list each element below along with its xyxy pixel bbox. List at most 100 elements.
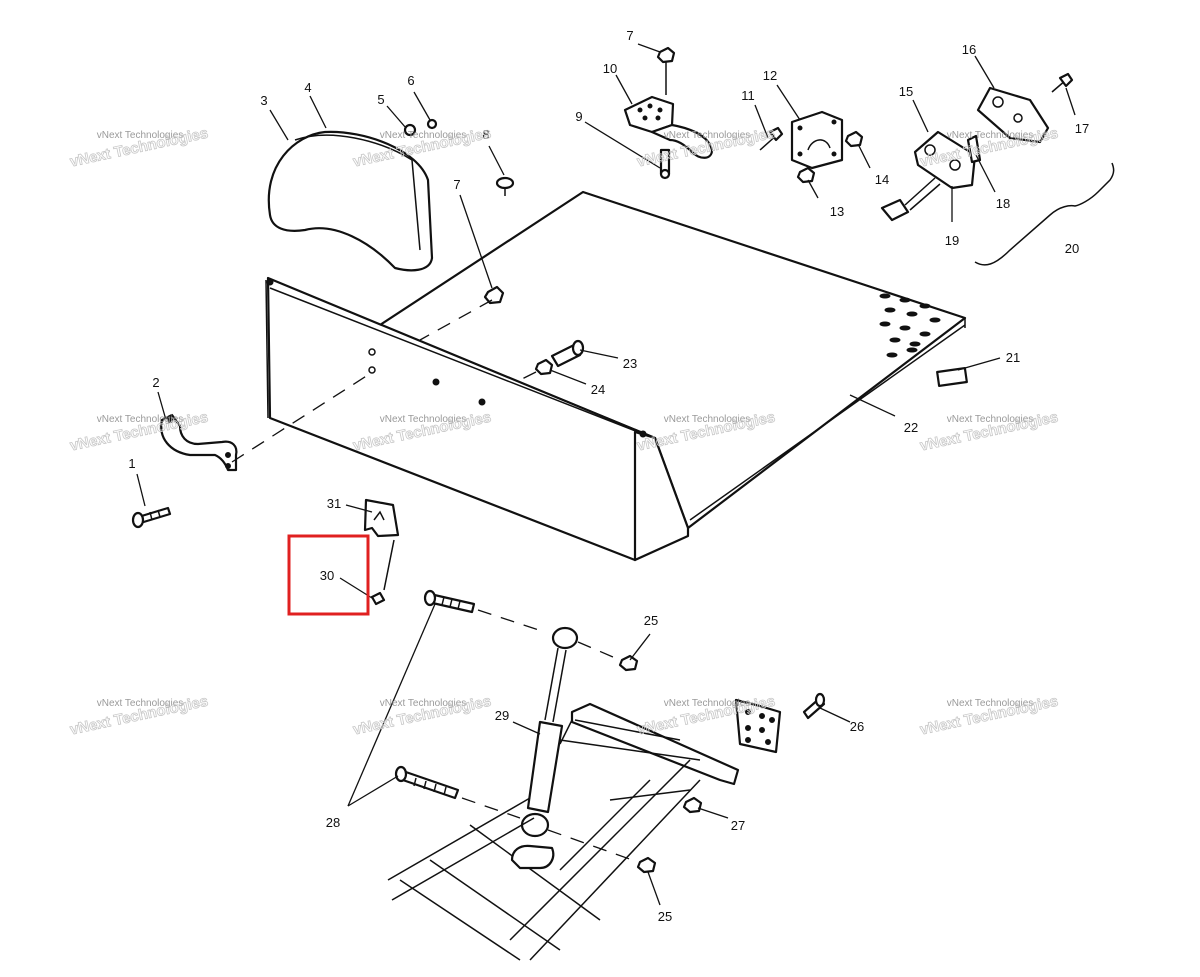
callout-19: 19 [945,233,959,248]
dash-shock [577,641,621,661]
watermark-text: vNext Technologies [664,130,751,141]
callout-1: 1 [128,456,135,471]
callout-21: 21 [1006,350,1020,365]
callout-16: 16 [962,42,976,57]
callout-8: 8 [482,127,489,142]
bolt-23 [550,339,585,368]
dash-bolt23 [519,371,537,381]
clip-18 [966,134,982,164]
callout-7-lower: 7 [453,177,460,192]
dash-nut7 [419,299,493,341]
callout-26: 26 [850,719,864,734]
callout-10: 10 [603,61,617,76]
callout-18: 18 [996,196,1010,211]
bolt-9 [659,148,671,180]
bolt-28-upper [423,589,476,614]
vehicle-frame [387,702,740,961]
callout-20: 20 [1065,241,1079,256]
callout-17: 17 [1075,121,1089,136]
watermark-text: vNext Technologies [97,698,184,709]
nut-5 [403,123,417,137]
dash-bolt28-lower [461,797,521,819]
callout-29: 29 [495,708,509,723]
callout-25-lower: 25 [658,909,672,924]
box-left-edge [265,279,269,419]
callout-13: 13 [830,204,844,219]
callout-28: 28 [326,815,340,830]
box-hole [368,366,376,374]
bracket-31 [363,498,400,538]
backrest-cushion [267,130,434,272]
nut-14 [844,130,864,148]
leader-lines [136,43,1076,906]
box-rivet [266,278,274,286]
nut-25-upper [618,654,639,672]
callout-12: 12 [763,68,777,83]
decal-21 [936,367,968,387]
callout-9: 9 [575,109,582,124]
box-front-rim [269,287,639,433]
dash-handle [231,374,369,463]
watermark-text: vNext Technologies [664,698,751,709]
screw-17 [1051,72,1074,93]
box-rivet [639,430,647,438]
watermark-text: vNext Technologies [380,130,467,141]
watermark-text: vNext Technologies [97,414,184,425]
watermark-text: vNext Technologies [947,130,1034,141]
callout-11: 11 [741,88,755,103]
callout-30: 30 [320,568,334,583]
mount-plate-26 [734,698,782,754]
cargo-box [265,190,967,562]
nut-27 [682,796,703,814]
watermark-text: vNext Technologies [947,698,1034,709]
bracket-10 [623,95,714,159]
screw-1 [131,506,172,529]
box-hole [478,398,486,406]
box-right-wall [633,430,690,562]
box-side-rail [689,324,966,521]
connector-19 [880,177,941,222]
dash-nut25 [547,829,639,863]
callout-15: 15 [899,84,913,99]
gas-shock-29 [520,626,579,838]
watermark-text: vNext Technologies [947,414,1034,425]
callout-23: 23 [623,356,637,371]
latch-plate-12 [790,110,844,170]
callout-4: 4 [304,80,311,95]
pin-11 [759,126,784,151]
dash-bolt28 [477,609,546,633]
brace-20 [974,162,1115,266]
bolt-28-lower [394,765,460,800]
grab-handle [160,413,238,472]
watermark-text: vNext Technologies [664,414,751,425]
callout-27: 27 [731,818,745,833]
callout-3: 3 [260,93,267,108]
nut-7-lower [483,285,505,305]
pin-30 [370,591,386,606]
highlight-box-part-30 [287,534,370,616]
watermark-text: vNext Technologies [380,414,467,425]
watermark-text: vNext Technologies [97,130,184,141]
callout-labels: 1 2 3 4 5 6 7 7 8 9 10 11 12 13 14 15 16… [128,28,1089,924]
callout-5: 5 [377,92,384,107]
diamond-plate-pattern [879,293,941,358]
callout-6: 6 [407,73,414,88]
bolt-26 [802,692,826,720]
nut-7-upper [656,46,676,64]
bolt-8 [495,176,515,196]
nut-25-lower [636,856,657,874]
pin-guide [383,539,395,591]
washer-24 [534,358,554,376]
nut-13 [796,166,816,184]
callout-7-upper: 7 [626,28,633,43]
box-hole [368,348,376,356]
box-hole [432,378,440,386]
callout-25-upper: 25 [644,613,658,628]
callout-31: 31 [327,496,341,511]
tail-light-15 [913,130,977,190]
callout-24: 24 [591,382,605,397]
light-housing-16 [976,86,1050,144]
callout-14: 14 [875,172,889,187]
washer-6 [426,118,438,130]
